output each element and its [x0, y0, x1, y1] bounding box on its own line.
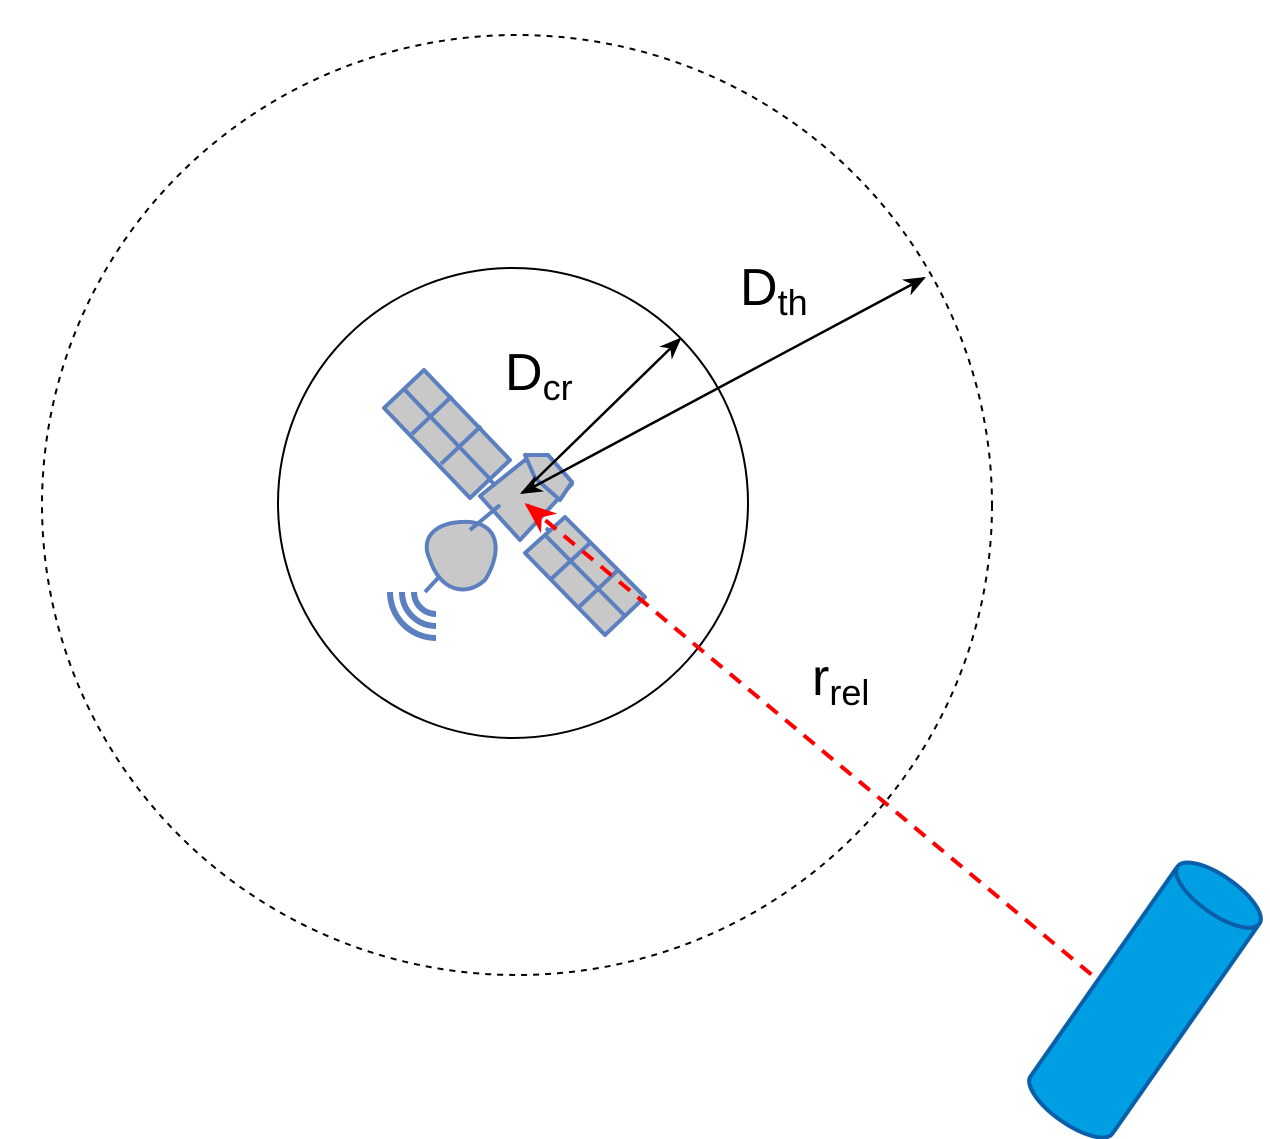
- threshold-label: Dth: [740, 259, 808, 323]
- critical-label: Dcr: [505, 344, 573, 408]
- debris-cylinder-icon: [1027, 860, 1263, 1139]
- relative-position-arrow: [524, 502, 1143, 1018]
- relative-label: rrel: [812, 649, 869, 713]
- threshold-radius-arrow: [520, 276, 926, 495]
- wifi-signal-icon: [387, 591, 437, 641]
- critical-radius-arrow: [521, 337, 682, 494]
- dish-antenna: [424, 519, 498, 592]
- solar-panel-lower: [523, 515, 647, 637]
- solar-panel-upper: [382, 368, 512, 500]
